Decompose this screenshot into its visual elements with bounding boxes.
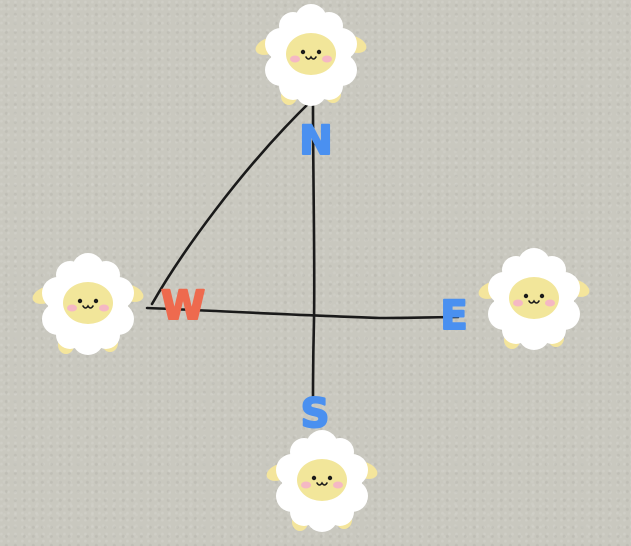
- sheep-icon: [475, 247, 593, 351]
- compass-lines: [145, 98, 460, 400]
- north-label: N: [299, 118, 332, 164]
- west-label: W: [161, 283, 205, 329]
- east-label: E: [440, 293, 467, 339]
- sheep-icon: [263, 429, 381, 533]
- sheep-icon: [252, 3, 370, 107]
- west-east-line: [145, 306, 460, 320]
- west-north-diagonal-line: [150, 98, 314, 306]
- north-south-line: [311, 101, 316, 400]
- south-label: S: [301, 391, 330, 437]
- sheep-icon: [29, 252, 147, 356]
